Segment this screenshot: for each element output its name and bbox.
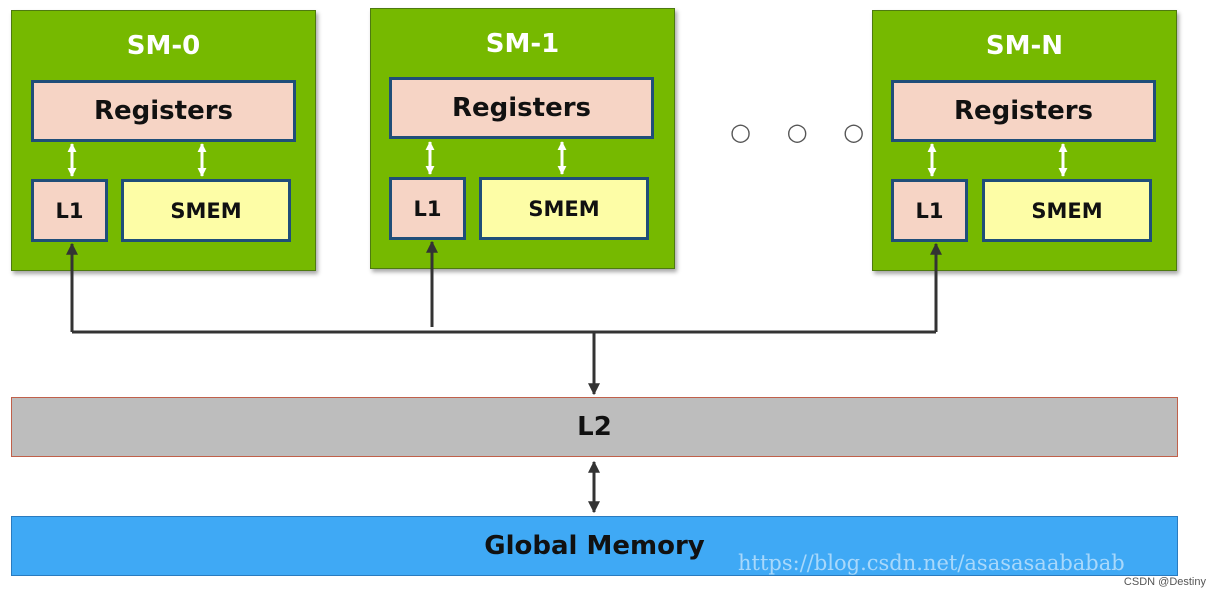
registers-box: Registers [31,80,296,142]
smem-box: SMEM [121,179,291,242]
ellipsis-dots: ○ ○ ○ [730,118,879,146]
sm-title: SM-0 [126,31,201,61]
smem-box: SMEM [479,177,649,240]
sm-title: SM-N [985,31,1064,61]
credit-text: CSDN @Destiny [1123,576,1206,588]
registers-box: Registers [389,77,654,139]
sm-title: SM-1 [485,29,560,59]
smem-box: SMEM [982,179,1152,242]
global-memory-bar: Global Memory [11,516,1178,576]
registers-box: Registers [891,80,1156,142]
l2-cache-bar: L2 [11,397,1178,457]
sm-1-block: SM-1 Registers L1 SMEM [370,8,675,269]
l1-cache-box: L1 [891,179,968,242]
sm-0-block: SM-0 Registers L1 SMEM [11,10,316,271]
sm-n-block: SM-N Registers L1 SMEM [872,10,1177,271]
watermark-url: https://blog.csdn.net/asasasaababab [738,551,1125,575]
l1-cache-box: L1 [389,177,466,240]
l1-cache-box: L1 [31,179,108,242]
